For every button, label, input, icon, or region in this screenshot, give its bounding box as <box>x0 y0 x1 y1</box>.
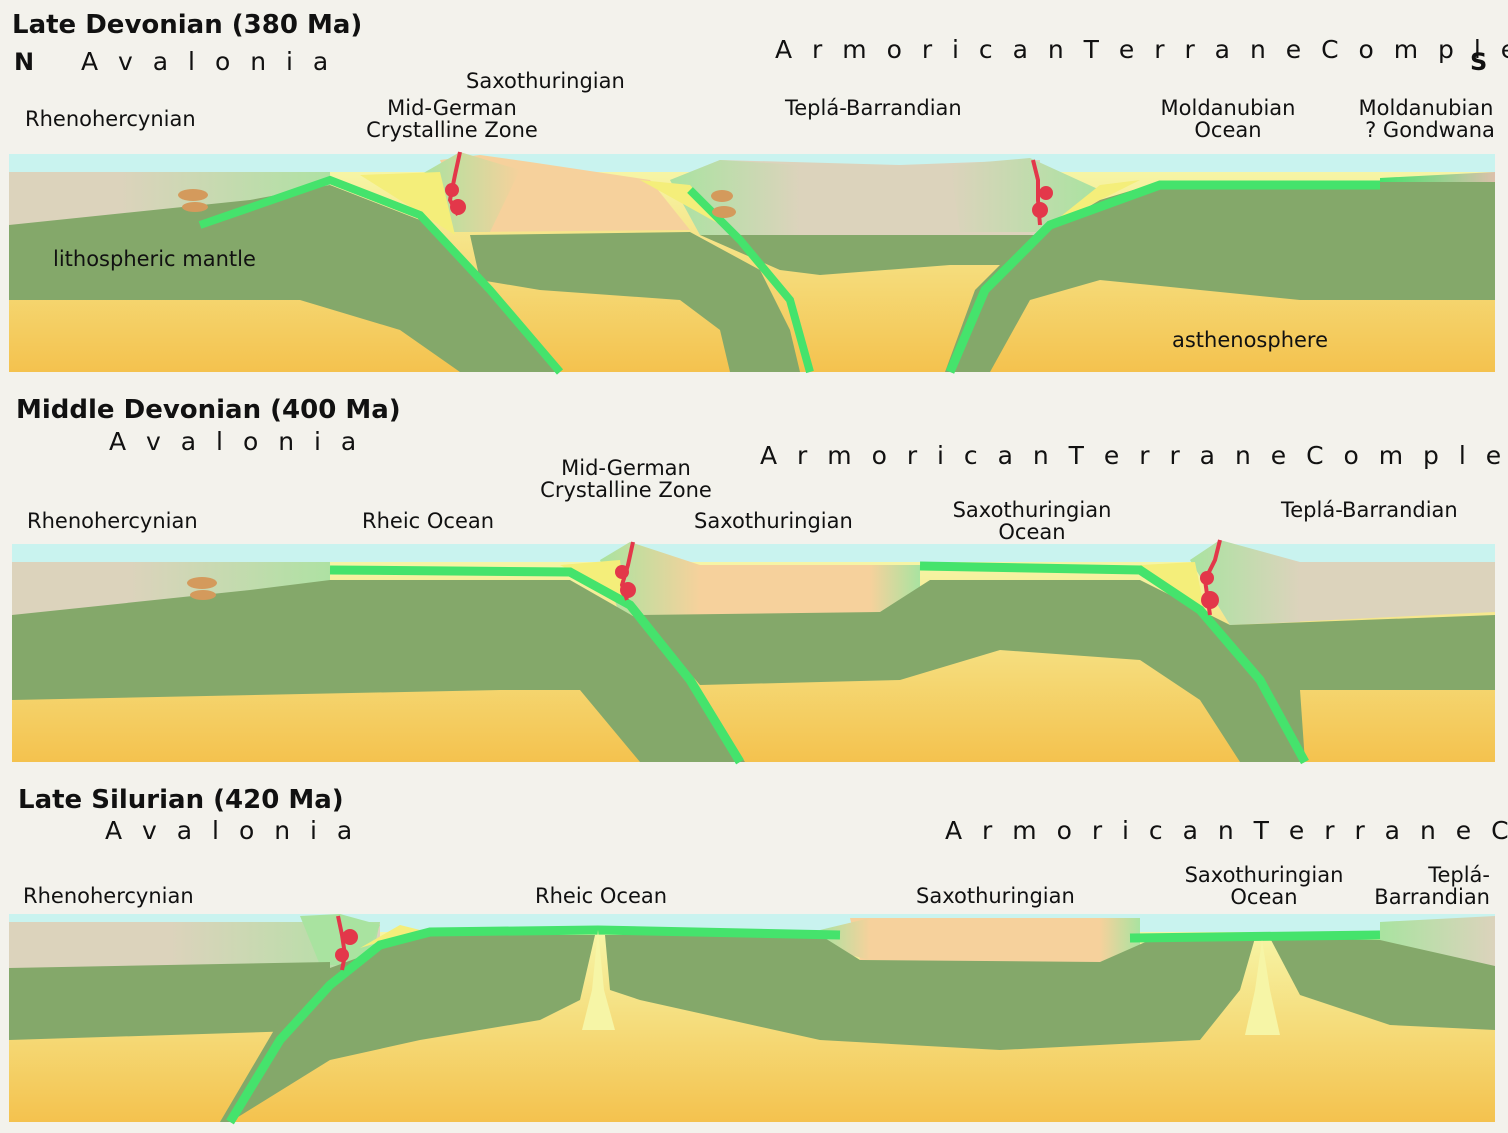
terrane-label: Mid-German <box>561 456 691 480</box>
magma-body <box>335 948 349 962</box>
crust-sx-fade-right <box>1100 918 1140 962</box>
mantle-armorican <box>700 182 1495 372</box>
slab-rheic <box>329 565 744 765</box>
terrane-label: Rhenohercynian <box>23 884 194 908</box>
magma-body <box>1201 591 1219 609</box>
terrane-label: Mid-German <box>387 96 517 120</box>
mantle-avalonia-plate <box>9 962 330 1040</box>
slab-moldanubian <box>945 180 1380 374</box>
mantle-avalonia <box>12 580 745 762</box>
accretion-wedge-1 <box>360 172 455 235</box>
terrane-label: Moldanubian <box>1359 96 1494 120</box>
terrane-label: Rhenohercynian <box>25 107 196 131</box>
slab-saxothuringian <box>919 561 1309 765</box>
north-label: N <box>14 48 34 76</box>
terrane-label: Saxothuringian <box>916 884 1075 908</box>
granite-body <box>182 202 208 212</box>
panel-title: Middle Devonian (400 Ma) <box>16 395 401 425</box>
accretion-wedge <box>360 925 420 948</box>
terrane-label: Teplá-Barrandian <box>784 96 962 120</box>
magma-body <box>342 929 358 945</box>
granite-body <box>190 590 216 600</box>
terrane-label: Teplá-Barrandian <box>1280 498 1458 522</box>
terrane-label: Saxothuringian <box>694 509 853 533</box>
terrane-label: Saxothuringian <box>1185 863 1344 887</box>
magma-body <box>450 199 466 215</box>
terrane-label: Moldanubian <box>1161 96 1296 120</box>
panel-title: Late Silurian (420 Ma) <box>18 785 344 815</box>
panel-late-silurian: Late Silurian (420 Ma) A v a l o n i a A… <box>9 785 1508 1125</box>
terrane-label: Saxothuringian <box>953 498 1112 522</box>
armorican-label: A r m o r i c a n T e r r a n e C o m p … <box>945 816 1508 845</box>
magma-conduit <box>336 915 348 971</box>
crust-saxothuringian <box>640 565 900 615</box>
armorican-label: A r m o r i c a n T e r r a n e C o m p … <box>775 35 1508 64</box>
terrane-label: Rheic Ocean <box>535 884 667 908</box>
layer-label: asthenosphere <box>1172 328 1328 352</box>
magma-body <box>1200 571 1214 585</box>
magma-body <box>1039 186 1053 200</box>
panel-title: Late Devonian (380 Ma) <box>12 10 362 40</box>
terrane-label: Ocean <box>1230 885 1297 909</box>
terrane-label: Ocean <box>998 520 1065 544</box>
mantle-avalonia <box>9 185 560 372</box>
terrane-label: Teplá- <box>1427 863 1490 887</box>
ridge-saxothuringian <box>1245 940 1280 1035</box>
sea-strip <box>12 544 1495 564</box>
slab-rheic <box>198 175 564 375</box>
crust-saxothuringian <box>850 918 1140 965</box>
granite-body <box>187 577 217 589</box>
terrane-label: Ocean <box>1194 118 1261 142</box>
terrane-label: ? Gondwana <box>1365 118 1495 142</box>
south-label: S <box>1470 48 1487 76</box>
terrane-label: Rheic Ocean <box>362 509 494 533</box>
magma-body <box>445 183 459 197</box>
panel-middle-devonian: Middle Devonian (400 Ma) A v a l o n i a… <box>12 395 1508 765</box>
slab-saxothuringian <box>1129 930 1381 943</box>
granite-body <box>712 206 736 218</box>
mantle-rheic-plate <box>220 935 595 1122</box>
mantle-armorican-plate <box>605 935 1255 1050</box>
magma-body <box>1032 202 1048 218</box>
terrane-label: Rhenohercynian <box>27 509 198 533</box>
granite-body <box>178 189 208 201</box>
granite-body <box>711 190 733 202</box>
layer-label: lithospheric mantle <box>53 247 256 271</box>
crust-tb-arc <box>670 160 800 235</box>
avalonia-label: A v a l o n i a <box>109 427 362 456</box>
armorican-label: A r m o r i c a n T e r r a n e C o m p … <box>760 441 1508 470</box>
avalonia-label: A v a l o n i a <box>105 816 358 845</box>
terrane-label: Barrandian <box>1374 885 1490 909</box>
terrane-label: Crystalline Zone <box>540 478 712 502</box>
terrane-label: Crystalline Zone <box>366 118 538 142</box>
crust-moldanubian-arc <box>950 158 1100 232</box>
mantle-central <box>470 232 800 372</box>
terrane-label: Saxothuringian <box>466 69 625 93</box>
magma-body <box>620 582 636 598</box>
ridge-rheic <box>582 930 615 1030</box>
magma-body <box>615 565 629 579</box>
crust-arc-top <box>300 914 380 965</box>
accretion-wedge-2 <box>640 180 730 230</box>
panel-late-devonian: Late Devonian (380 Ma) N S A v a l o n i… <box>9 10 1508 375</box>
avalonia-label: A v a l o n i a <box>81 47 334 76</box>
mantle-tb-plate <box>1270 938 1495 1030</box>
